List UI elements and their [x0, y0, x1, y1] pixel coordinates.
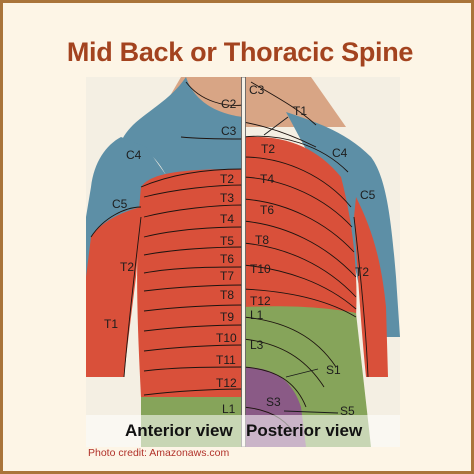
posterior-label-s3: S3	[266, 395, 281, 409]
anterior-label-c5: C5	[112, 197, 128, 211]
anterior-label-l1: L1	[222, 402, 236, 416]
posterior-dermatome-lines	[242, 81, 369, 438]
anterior-thoracic-region	[137, 169, 243, 397]
posterior-label-t4: T4	[260, 172, 274, 186]
posterior-view-caption: Posterior view	[246, 421, 363, 440]
anterior-label-c4: C4	[126, 148, 142, 162]
anterior-label-t1-arm: T1	[104, 317, 118, 331]
anterior-cervical-region	[121, 77, 243, 175]
posterior-label-s1: S1	[326, 363, 341, 377]
posterior-neck-skin	[243, 77, 346, 127]
posterior-label-c5: C5	[360, 188, 376, 202]
posterior-label-l3: L3	[250, 338, 264, 352]
anterior-label-t10: T10	[216, 331, 237, 345]
posterior-view	[242, 77, 400, 447]
anterior-label-t9: T9	[220, 310, 234, 324]
midline-separator	[241, 77, 246, 447]
posterior-label-t8: T8	[255, 233, 269, 247]
posterior-label-t1: T1	[293, 104, 307, 118]
anterior-label-t3: T3	[220, 191, 234, 205]
photo-credit: Photo credit: Amazonaws.com	[88, 447, 230, 459]
anterior-label-t8: T8	[220, 288, 234, 302]
page-title: Mid Back or Thoracic Spine	[66, 37, 414, 67]
posterior-label-t10: T10	[250, 262, 271, 276]
anterior-label-t2: T2	[220, 172, 234, 186]
anterior-label-t11: T11	[216, 353, 236, 367]
posterior-label-t2-arm: T2	[355, 265, 369, 279]
anterior-label-t5: T5	[220, 234, 234, 248]
anterior-labels: C2 C3 C4 C5 T2 T3 T4 T5 T6 T7 T8 T9 T10 …	[104, 97, 237, 416]
posterior-labels: C3 T1 T2 C4 T4 C5 T6 T8 T10 T12 L1 L3 S1…	[249, 83, 376, 418]
posterior-label-c4: C4	[332, 146, 348, 160]
anterior-label-t12: T12	[216, 376, 237, 390]
dermatome-figure: C2 C3 C4 C5 T2 T3 T4 T5 T6 T7 T8 T9 T10 …	[86, 77, 400, 447]
anterior-label-t6: T6	[220, 252, 234, 266]
caption-strip	[86, 415, 400, 447]
anterior-label-t2-arm: T2	[120, 260, 134, 274]
dermatome-diagram: C2 C3 C4 C5 T2 T3 T4 T5 T6 T7 T8 T9 T10 …	[86, 77, 400, 447]
anterior-view-caption: Anterior view	[125, 421, 233, 440]
anterior-label-t4: T4	[220, 212, 234, 226]
anterior-label-c3: C3	[221, 124, 237, 138]
posterior-label-s5: S5	[340, 404, 355, 418]
posterior-label-t6: T6	[260, 203, 274, 217]
posterior-label-t12: T12	[250, 294, 271, 308]
posterior-label-t2: T2	[261, 142, 275, 156]
posterior-label-l1: L1	[250, 308, 264, 322]
posterior-arm-t-region	[354, 197, 388, 377]
posterior-pointer-lines	[263, 116, 339, 414]
posterior-thoracic-region	[243, 136, 357, 317]
anterior-dermatome-lines	[90, 81, 244, 396]
posterior-label-c3: C3	[249, 83, 265, 97]
anterior-label-t7: T7	[220, 269, 234, 283]
anterior-label-c2: C2	[221, 97, 237, 111]
anterior-arm-t-region	[86, 207, 141, 377]
